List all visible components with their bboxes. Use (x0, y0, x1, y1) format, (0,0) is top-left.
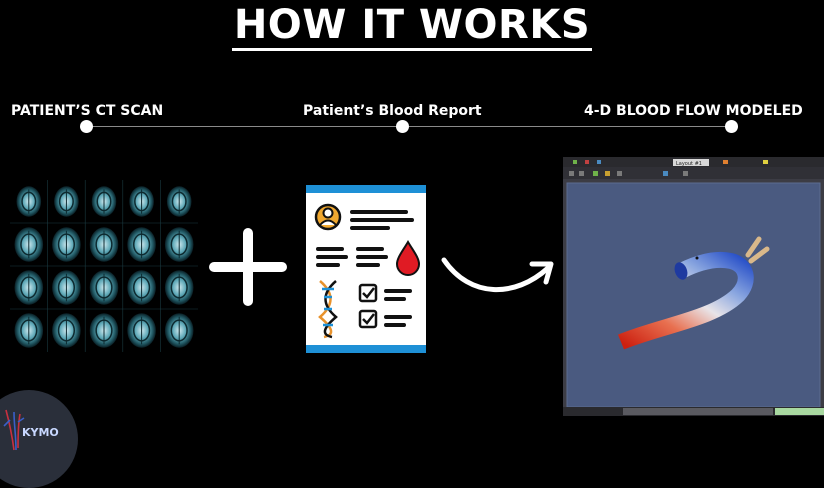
blood-report-image (306, 185, 426, 353)
blood-drop-icon (395, 240, 421, 276)
ct-slice (52, 313, 81, 348)
ct-slice (166, 186, 192, 217)
ct-slice (14, 227, 44, 262)
ct-slice (164, 227, 194, 262)
user-icon (314, 203, 342, 231)
logo-text: KYMO (22, 426, 59, 439)
page-title-text: HOW IT WORKS (231, 2, 593, 51)
step-blood-flow-label: 4-D BLOOD FLOW MODELED (584, 103, 803, 119)
ct-slice (14, 313, 44, 348)
ct-slice (164, 270, 194, 305)
ct-slice (54, 186, 79, 217)
arrow-icon (441, 257, 554, 292)
ct-slice (91, 186, 117, 217)
ct-slice (89, 270, 119, 305)
sim-tab-label: Layout #1 (676, 161, 702, 167)
timeline-dot-2 (396, 120, 409, 133)
ct-scan-image (10, 180, 198, 352)
ct-slice (89, 313, 119, 348)
ct-slice (164, 313, 194, 348)
ct-slice (129, 186, 154, 217)
step-blood-report-label: Patient’s Blood Report (303, 103, 482, 119)
kymo-logo: KYMO (0, 390, 78, 488)
ct-slice (14, 270, 44, 305)
ct-slice (127, 270, 156, 305)
ct-slice (52, 270, 81, 305)
ct-slice (16, 186, 42, 217)
timeline-dot-1 (80, 120, 93, 133)
ct-slice (52, 227, 81, 262)
ct-slice (89, 227, 119, 262)
page-title: HOW IT WORKS (0, 2, 824, 51)
checkbox-icon (358, 283, 378, 329)
step-ct-scan-label: PATIENT’S CT SCAN (11, 103, 164, 119)
kymo-logo-icon (3, 409, 25, 451)
dna-icon (318, 280, 338, 339)
ct-slice (127, 313, 156, 348)
timeline-line (86, 126, 732, 127)
timeline-dot-3 (725, 120, 738, 133)
blood-flow-simulation-window: Layout #1 (563, 157, 824, 416)
ct-slice (127, 227, 156, 262)
